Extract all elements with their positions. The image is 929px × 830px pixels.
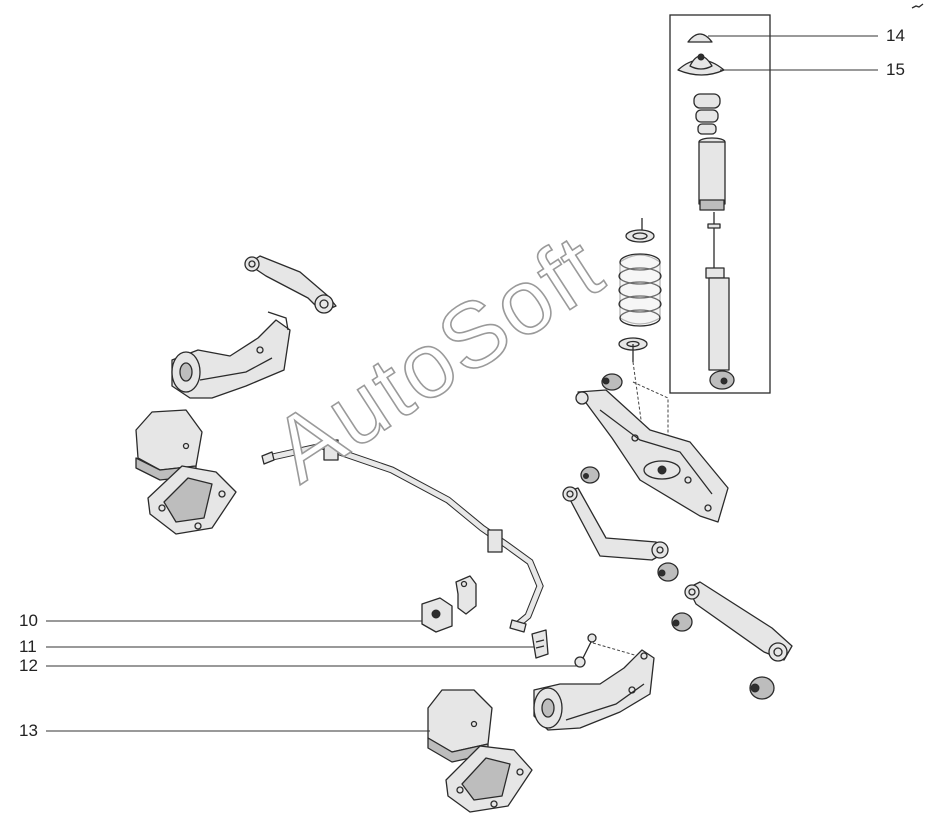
callout-11: 11	[19, 637, 37, 656]
corner-mark	[911, 3, 924, 9]
top-mount	[677, 53, 725, 76]
callout-15: 15	[886, 60, 905, 79]
lower-spring-arm	[575, 373, 729, 523]
top-dust-cap	[687, 33, 713, 43]
lower-control-arm	[533, 649, 655, 731]
damper-body	[705, 212, 735, 390]
upper-trailing-arm	[244, 255, 337, 314]
bushing-lower-right	[749, 676, 775, 700]
bushing-camber-arm	[657, 562, 679, 582]
callout-10: 10	[19, 611, 38, 630]
coil-spring	[618, 218, 662, 362]
callout-12: 12	[19, 656, 38, 675]
bracket-upper-left	[147, 465, 237, 535]
bracket-lower	[445, 745, 533, 813]
callout-14: 14	[886, 26, 905, 45]
stabilizer-bushing	[421, 597, 453, 633]
link-bracket	[531, 629, 549, 659]
shock-absorber-frame	[669, 14, 771, 394]
toe-link-arm	[684, 581, 793, 662]
stabilizer-link	[574, 633, 597, 668]
camber-arm	[562, 486, 669, 561]
bushing-upper-arm	[580, 466, 600, 484]
shock-absorber-group	[669, 14, 771, 394]
callout-13: 13	[19, 721, 38, 740]
bump-stop	[693, 93, 721, 135]
dust-boot	[698, 137, 726, 211]
stabilizer-clamp	[455, 575, 477, 615]
left-wheel-carrier	[171, 311, 291, 399]
bushing-toe-link	[671, 612, 693, 632]
stabilizer-bar	[261, 439, 544, 633]
